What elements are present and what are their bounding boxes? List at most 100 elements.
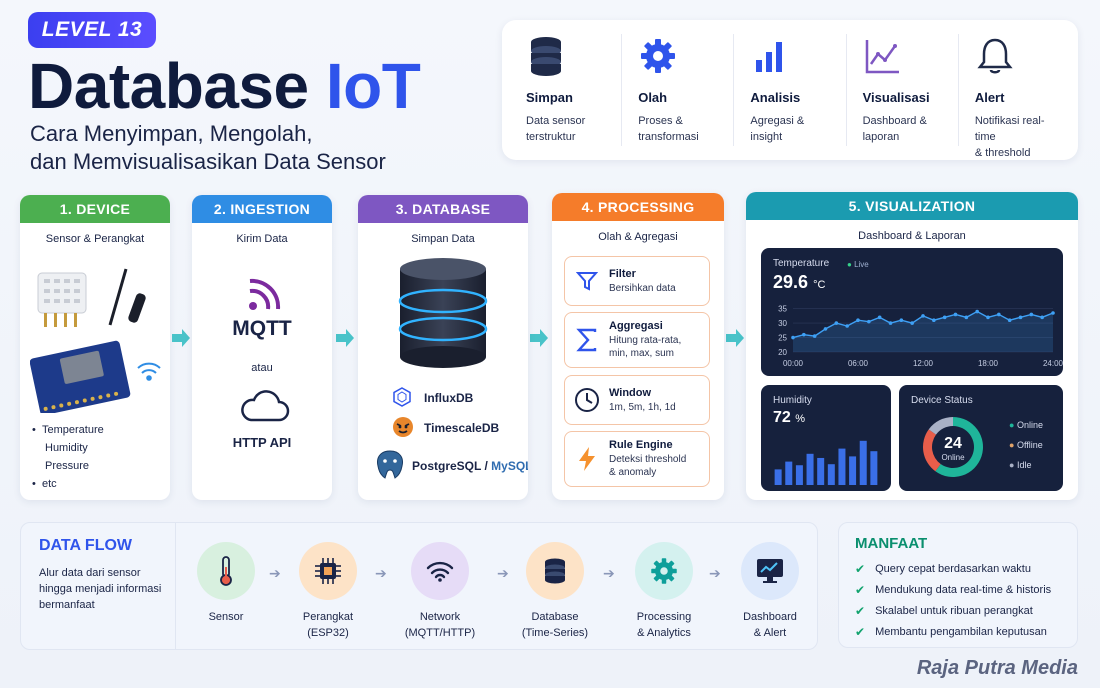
stage-ingestion-header: 2. INGESTION bbox=[192, 195, 332, 223]
timescaledb-label: TimescaleDB bbox=[424, 421, 500, 435]
stage-database-header: 3. DATABASE bbox=[358, 195, 528, 223]
feature-desc: & threshold bbox=[974, 147, 1031, 159]
temperature-point bbox=[834, 321, 839, 325]
list-item: • Temperature bbox=[32, 424, 104, 436]
x-tick-label: 12:00 bbox=[913, 359, 934, 368]
proc-title: Rule Engine bbox=[609, 439, 673, 451]
mqtt-label: MQTT bbox=[232, 317, 292, 340]
temperature-point bbox=[953, 312, 958, 317]
temperature-point bbox=[899, 318, 904, 323]
watermark: Raja Putra Media bbox=[916, 657, 1078, 679]
proc-desc: Hitung rata-rata, bbox=[609, 335, 682, 346]
benefit-item: ✔Membantu pengambilan keputusan bbox=[855, 625, 1047, 639]
check-icon: ✔ bbox=[855, 604, 866, 618]
donut-count-label: Online bbox=[941, 453, 965, 462]
flow-step-label: Network(MQTT/HTTP) bbox=[404, 611, 476, 639]
gear-icon bbox=[641, 39, 676, 73]
legend-item: ● Offline bbox=[1009, 440, 1043, 450]
temperature-point bbox=[997, 312, 1001, 317]
separator: / bbox=[484, 459, 488, 473]
or-label: atau bbox=[251, 362, 273, 374]
proc-desc: min, max, sum bbox=[609, 348, 675, 359]
check-icon: ✔ bbox=[855, 562, 866, 576]
y-tick-label: 25 bbox=[778, 334, 787, 343]
influxdb-label: InfluxDB bbox=[424, 391, 474, 405]
flow-step-label: Database(Time-Series) bbox=[521, 611, 589, 639]
feature-olah: Olah Proses &transformasi bbox=[622, 34, 735, 146]
stage-ingestion: 2. INGESTION Kirim Data MQTT atau HTTP A… bbox=[192, 195, 332, 500]
timescaledb-icon bbox=[393, 417, 413, 437]
bar-chart-icon bbox=[756, 42, 783, 72]
feature-alert: Alert Notifikasi real-time& threshold bbox=[959, 34, 1070, 159]
http-api-label: HTTP API bbox=[232, 435, 292, 450]
temperature-point bbox=[964, 315, 969, 320]
feature-title: Simpan bbox=[526, 90, 573, 105]
stage-device-header: 1. DEVICE bbox=[20, 195, 170, 223]
x-tick-label: 24:00 bbox=[1043, 359, 1063, 368]
feature-desc: Data sensor bbox=[526, 115, 586, 127]
feature-desc: insight bbox=[750, 131, 783, 143]
benefits-section: MANFAAT ✔Query cepat berdasarkan waktu ✔… bbox=[838, 522, 1078, 648]
humidity-bar bbox=[859, 440, 867, 485]
flow-divider bbox=[175, 523, 176, 649]
humidity-bar-chart bbox=[774, 440, 878, 485]
flow-step-sensor bbox=[197, 542, 255, 600]
temperature-point bbox=[856, 318, 860, 323]
temperature-point bbox=[986, 315, 990, 320]
humidity-bar bbox=[870, 451, 878, 485]
temperature-point bbox=[1051, 311, 1055, 315]
humidity-bar bbox=[849, 456, 857, 485]
temperature-point bbox=[1018, 315, 1023, 320]
donut-slice bbox=[923, 429, 941, 472]
stage-ingestion-subtitle: Kirim Data bbox=[236, 233, 288, 245]
temperature-point bbox=[921, 314, 925, 318]
temperature-point bbox=[791, 335, 795, 340]
donut-slice bbox=[935, 417, 983, 477]
influxdb-icon bbox=[393, 387, 411, 407]
gear-icon bbox=[651, 558, 677, 584]
flow-step-label: Processing& Analytics bbox=[636, 611, 692, 639]
feature-desc: laporan bbox=[862, 131, 900, 143]
flow-arrow-icon: ➔ bbox=[375, 565, 387, 581]
flow-step-label: Dashboard& Alert bbox=[743, 611, 797, 639]
list-item: • etc bbox=[32, 478, 57, 490]
y-tick-label: 20 bbox=[778, 348, 787, 357]
stage-device: 1. DEVICE Sensor & Perangkat • Temperatu… bbox=[20, 195, 170, 500]
temperature-point bbox=[888, 321, 893, 325]
cloud-icon bbox=[241, 390, 290, 422]
postgresql-label: PostgreSQL bbox=[412, 459, 482, 473]
temperature-point bbox=[867, 319, 871, 324]
feature-title: Olah bbox=[638, 90, 668, 105]
flow-step-label: Sensor bbox=[208, 611, 244, 623]
humidity-bar bbox=[817, 457, 825, 485]
flow-step-label: Perangkat(ESP32) bbox=[302, 611, 354, 639]
proc-desc: 1m, 5m, 1h, 1d bbox=[609, 401, 676, 413]
stage-processing-header: 4. PROCESSING bbox=[552, 193, 724, 221]
feature-title: Alert bbox=[974, 90, 1005, 105]
device-status-panel: Device Status 24 Online ● Online ● Offli… bbox=[899, 385, 1063, 491]
stage-database: 3. DATABASE Simpan Data InfluxDB Timesca… bbox=[358, 195, 528, 500]
list-item: Pressure bbox=[45, 460, 90, 472]
legend-item: ● Online bbox=[1009, 420, 1043, 430]
database-icon bbox=[531, 37, 561, 76]
stage-processing-subtitle: Olah & Agregasi bbox=[598, 231, 678, 243]
feature-title: Analisis bbox=[750, 90, 801, 105]
filter-icon bbox=[576, 272, 598, 291]
temperature-point bbox=[877, 315, 882, 320]
proc-title: Aggregasi bbox=[609, 320, 663, 332]
humidity-bar bbox=[838, 448, 846, 485]
temperature-number: 29.6 bbox=[773, 272, 809, 292]
title-accent: IoT bbox=[325, 50, 421, 122]
live-indicator: ● Live bbox=[847, 260, 869, 269]
flow-arrow-icon: ➔ bbox=[603, 565, 615, 581]
wifi-icon bbox=[137, 362, 161, 381]
temperature-point bbox=[1040, 315, 1044, 320]
